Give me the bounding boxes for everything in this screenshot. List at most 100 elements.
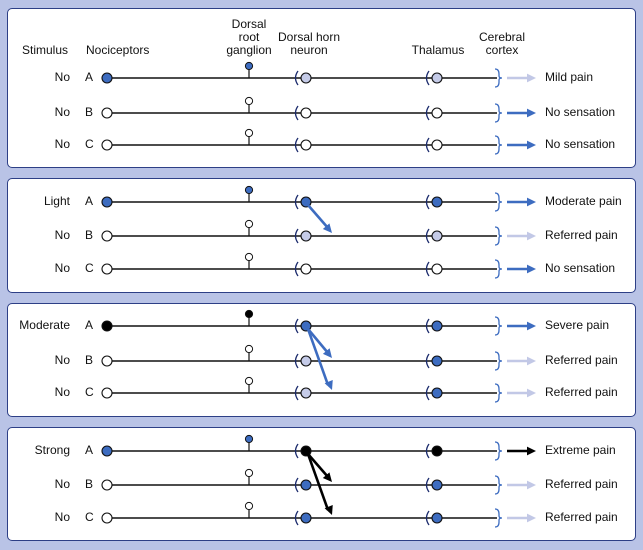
stimulus-label-p1-r2: No — [54, 105, 70, 119]
convergence-arrowhead-p3-to-r3 — [324, 380, 333, 390]
convergence-line-p4-to-r3 — [306, 453, 330, 511]
convergence-line-p4-to-r2 — [307, 453, 329, 478]
fiber-label-p3-r1: A — [85, 318, 94, 332]
header-thalamus: Thalamus — [411, 43, 465, 57]
drg-node-p1-r3 — [244, 128, 254, 138]
horn-synapse-p1-r1 — [294, 70, 299, 86]
nociceptor-node-p3-r3 — [101, 387, 113, 399]
outcome-label-p2-r2: Referred pain — [545, 228, 618, 242]
fiber-label-p1-r2: B — [85, 105, 94, 119]
cortex-arrowhead-p3-r3 — [526, 388, 536, 398]
drg-node-p2-r1 — [244, 185, 254, 195]
nociceptor-node-p2-r3 — [101, 263, 113, 275]
header-dorsal-root-ganglion: Dorsal root ganglion — [226, 17, 272, 57]
horn-neuron-p4-r2 — [300, 479, 312, 491]
thalamus-neuron-p1-r1 — [431, 72, 443, 84]
stimulus-label-p4-r3: No — [54, 510, 70, 524]
nociceptor-node-p1-r2 — [101, 107, 113, 119]
horn-synapse-p3-r1 — [294, 318, 299, 334]
thalamus-synapse-p1-r3 — [425, 137, 430, 153]
cortex-brace-p1-r3 — [494, 135, 503, 155]
nociceptor-node-p4-r3 — [101, 512, 113, 524]
cortex-brace-p4-r2 — [494, 475, 503, 495]
outcome-label-p3-r2: Referred pain — [545, 353, 618, 367]
stimulus-label-p3-r3: No — [54, 385, 70, 399]
panel-1 — [7, 8, 636, 168]
drg-node-p3-r1 — [244, 309, 254, 319]
horn-synapse-p2-r1 — [294, 194, 299, 210]
horn-neuron-p3-r2 — [300, 355, 312, 367]
nociceptor-node-p2-r1 — [101, 196, 113, 208]
thalamus-synapse-p2-r3 — [425, 261, 430, 277]
thalamus-synapse-p4-r3 — [425, 510, 430, 526]
drg-node-p4-r2 — [244, 468, 254, 478]
header-dorsal-horn-neuron: Dorsal horn neuron — [277, 30, 341, 57]
outcome-label-p1-r3: No sensation — [545, 137, 616, 151]
nociceptor-node-p2-r2 — [101, 230, 113, 242]
fiber-label-p2-r3: C — [85, 261, 94, 275]
cortex-brace-p3-r2 — [494, 351, 503, 371]
nociceptor-node-p1-r1 — [101, 72, 113, 84]
thalamus-synapse-p2-r2 — [425, 228, 430, 244]
cortex-arrowhead-p2-r1 — [526, 197, 536, 207]
drg-node-p4-r1 — [244, 434, 254, 444]
horn-neuron-p4-r3 — [300, 512, 312, 524]
fiber-label-p1-r1: A — [85, 70, 94, 84]
stimulus-label-p2-r2: No — [54, 228, 70, 242]
nociceptor-node-p4-r2 — [101, 479, 113, 491]
nociceptor-node-p3-r1 — [101, 320, 113, 332]
thalamus-neuron-p3-r2 — [431, 355, 443, 367]
thalamus-neuron-p3-r3 — [431, 387, 443, 399]
thalamus-neuron-p2-r3 — [431, 263, 443, 275]
cortex-arrowhead-p2-r3 — [526, 264, 536, 274]
horn-synapse-p1-r3 — [294, 137, 299, 153]
cortex-arrowhead-p2-r2 — [526, 231, 536, 241]
thalamus-synapse-p4-r2 — [425, 477, 430, 493]
cortex-brace-p2-r3 — [494, 259, 503, 279]
cortex-brace-p4-r3 — [494, 508, 503, 528]
horn-synapse-p2-r2 — [294, 228, 299, 244]
convergence-arrowhead-p4-to-r2 — [322, 472, 332, 482]
horn-synapse-p1-r2 — [294, 105, 299, 121]
thalamus-synapse-p4-r1 — [425, 443, 430, 459]
outcome-label-p1-r1: Mild pain — [545, 70, 594, 84]
horn-neuron-p2-r2 — [300, 230, 312, 242]
horn-synapse-p4-r1 — [294, 443, 299, 459]
stimulus-label-p1-r3: No — [54, 137, 70, 151]
cortex-brace-p2-r1 — [494, 192, 503, 212]
fiber-label-p3-r2: B — [85, 353, 94, 367]
cortex-brace-p3-r1 — [494, 316, 503, 336]
thalamus-neuron-p1-r3 — [431, 139, 443, 151]
thalamus-neuron-p4-r1 — [431, 445, 443, 457]
fiber-label-p4-r1: A — [85, 443, 94, 457]
drg-node-p3-r2 — [244, 344, 254, 354]
outcome-label-p1-r2: No sensation — [545, 105, 616, 119]
horn-neuron-p3-r1 — [300, 320, 312, 332]
drg-node-p2-r3 — [244, 252, 254, 262]
convergence-arrowhead-p4-to-r3 — [324, 505, 333, 515]
cortex-arrowhead-p4-r1 — [526, 446, 536, 456]
thalamus-synapse-p3-r3 — [425, 385, 430, 401]
thalamus-neuron-p4-r3 — [431, 512, 443, 524]
horn-synapse-p4-r2 — [294, 477, 299, 493]
thalamus-synapse-p3-r2 — [425, 353, 430, 369]
cortex-arrowhead-p1-r2 — [526, 108, 536, 118]
drg-node-p2-r2 — [244, 219, 254, 229]
horn-neuron-p2-r3 — [300, 263, 312, 275]
horn-synapse-p4-r3 — [294, 510, 299, 526]
cortex-brace-p4-r1 — [494, 441, 503, 461]
nociceptor-node-p4-r1 — [101, 445, 113, 457]
fiber-label-p3-r3: C — [85, 385, 94, 399]
outcome-label-p4-r3: Referred pain — [545, 510, 618, 524]
header-nociceptors: Nociceptors — [86, 43, 150, 57]
fiber-label-p2-r2: B — [85, 228, 94, 242]
stimulus-label-p3-r1: Moderate — [19, 318, 70, 332]
horn-neuron-p4-r1 — [300, 445, 312, 457]
cortex-brace-p1-r1 — [494, 68, 503, 88]
convergence-line-p2-to-r2 — [307, 204, 329, 229]
cortex-brace-p2-r2 — [494, 226, 503, 246]
cortex-arrowhead-p1-r3 — [526, 140, 536, 150]
drg-node-p3-r3 — [244, 376, 254, 386]
convergence-line-p3-to-r3 — [306, 328, 330, 386]
